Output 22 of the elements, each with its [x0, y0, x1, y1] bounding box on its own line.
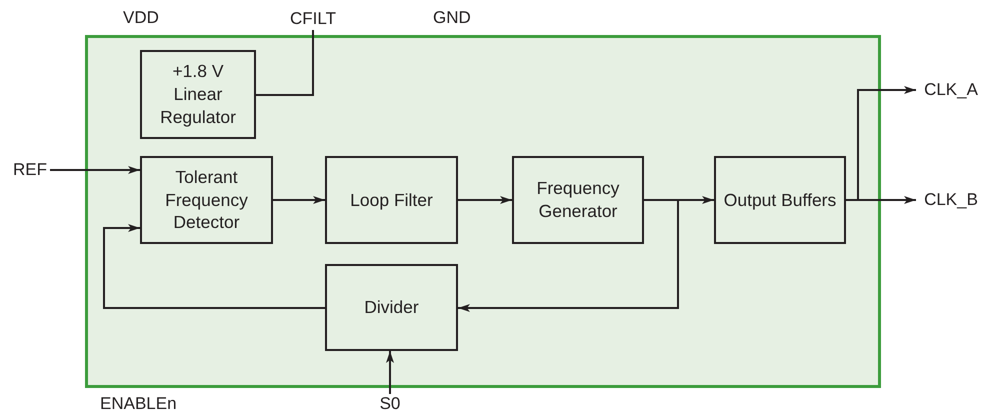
pin-label: GND: [433, 8, 471, 28]
arrow: [458, 199, 679, 312]
chip-outline: [85, 35, 881, 388]
arrow: [50, 166, 140, 174]
arrow: [273, 196, 325, 204]
arrow: [386, 351, 394, 394]
block-box: +1.8 V Linear Regulator: [140, 50, 256, 139]
pin-label: S0: [378, 394, 402, 415]
arrow: [103, 224, 325, 309]
arrow: [458, 196, 512, 204]
block-box: Frequency Generator: [512, 156, 644, 244]
block-box: Tolerant Frequency Detector: [140, 156, 273, 244]
block-box: Output Buffers: [714, 156, 846, 244]
connector-line: [256, 30, 314, 96]
pin-label: CFILT: [284, 8, 342, 30]
block-box: Loop Filter: [325, 156, 458, 244]
pin-label: REF: [10, 159, 50, 181]
pin-label: VDD: [123, 8, 159, 28]
pin-label: CLK_A: [916, 79, 986, 101]
pin-label: ENABLEn: [100, 394, 177, 414]
block-box: Divider: [325, 264, 458, 351]
pin-label: CLK_B: [916, 189, 986, 211]
